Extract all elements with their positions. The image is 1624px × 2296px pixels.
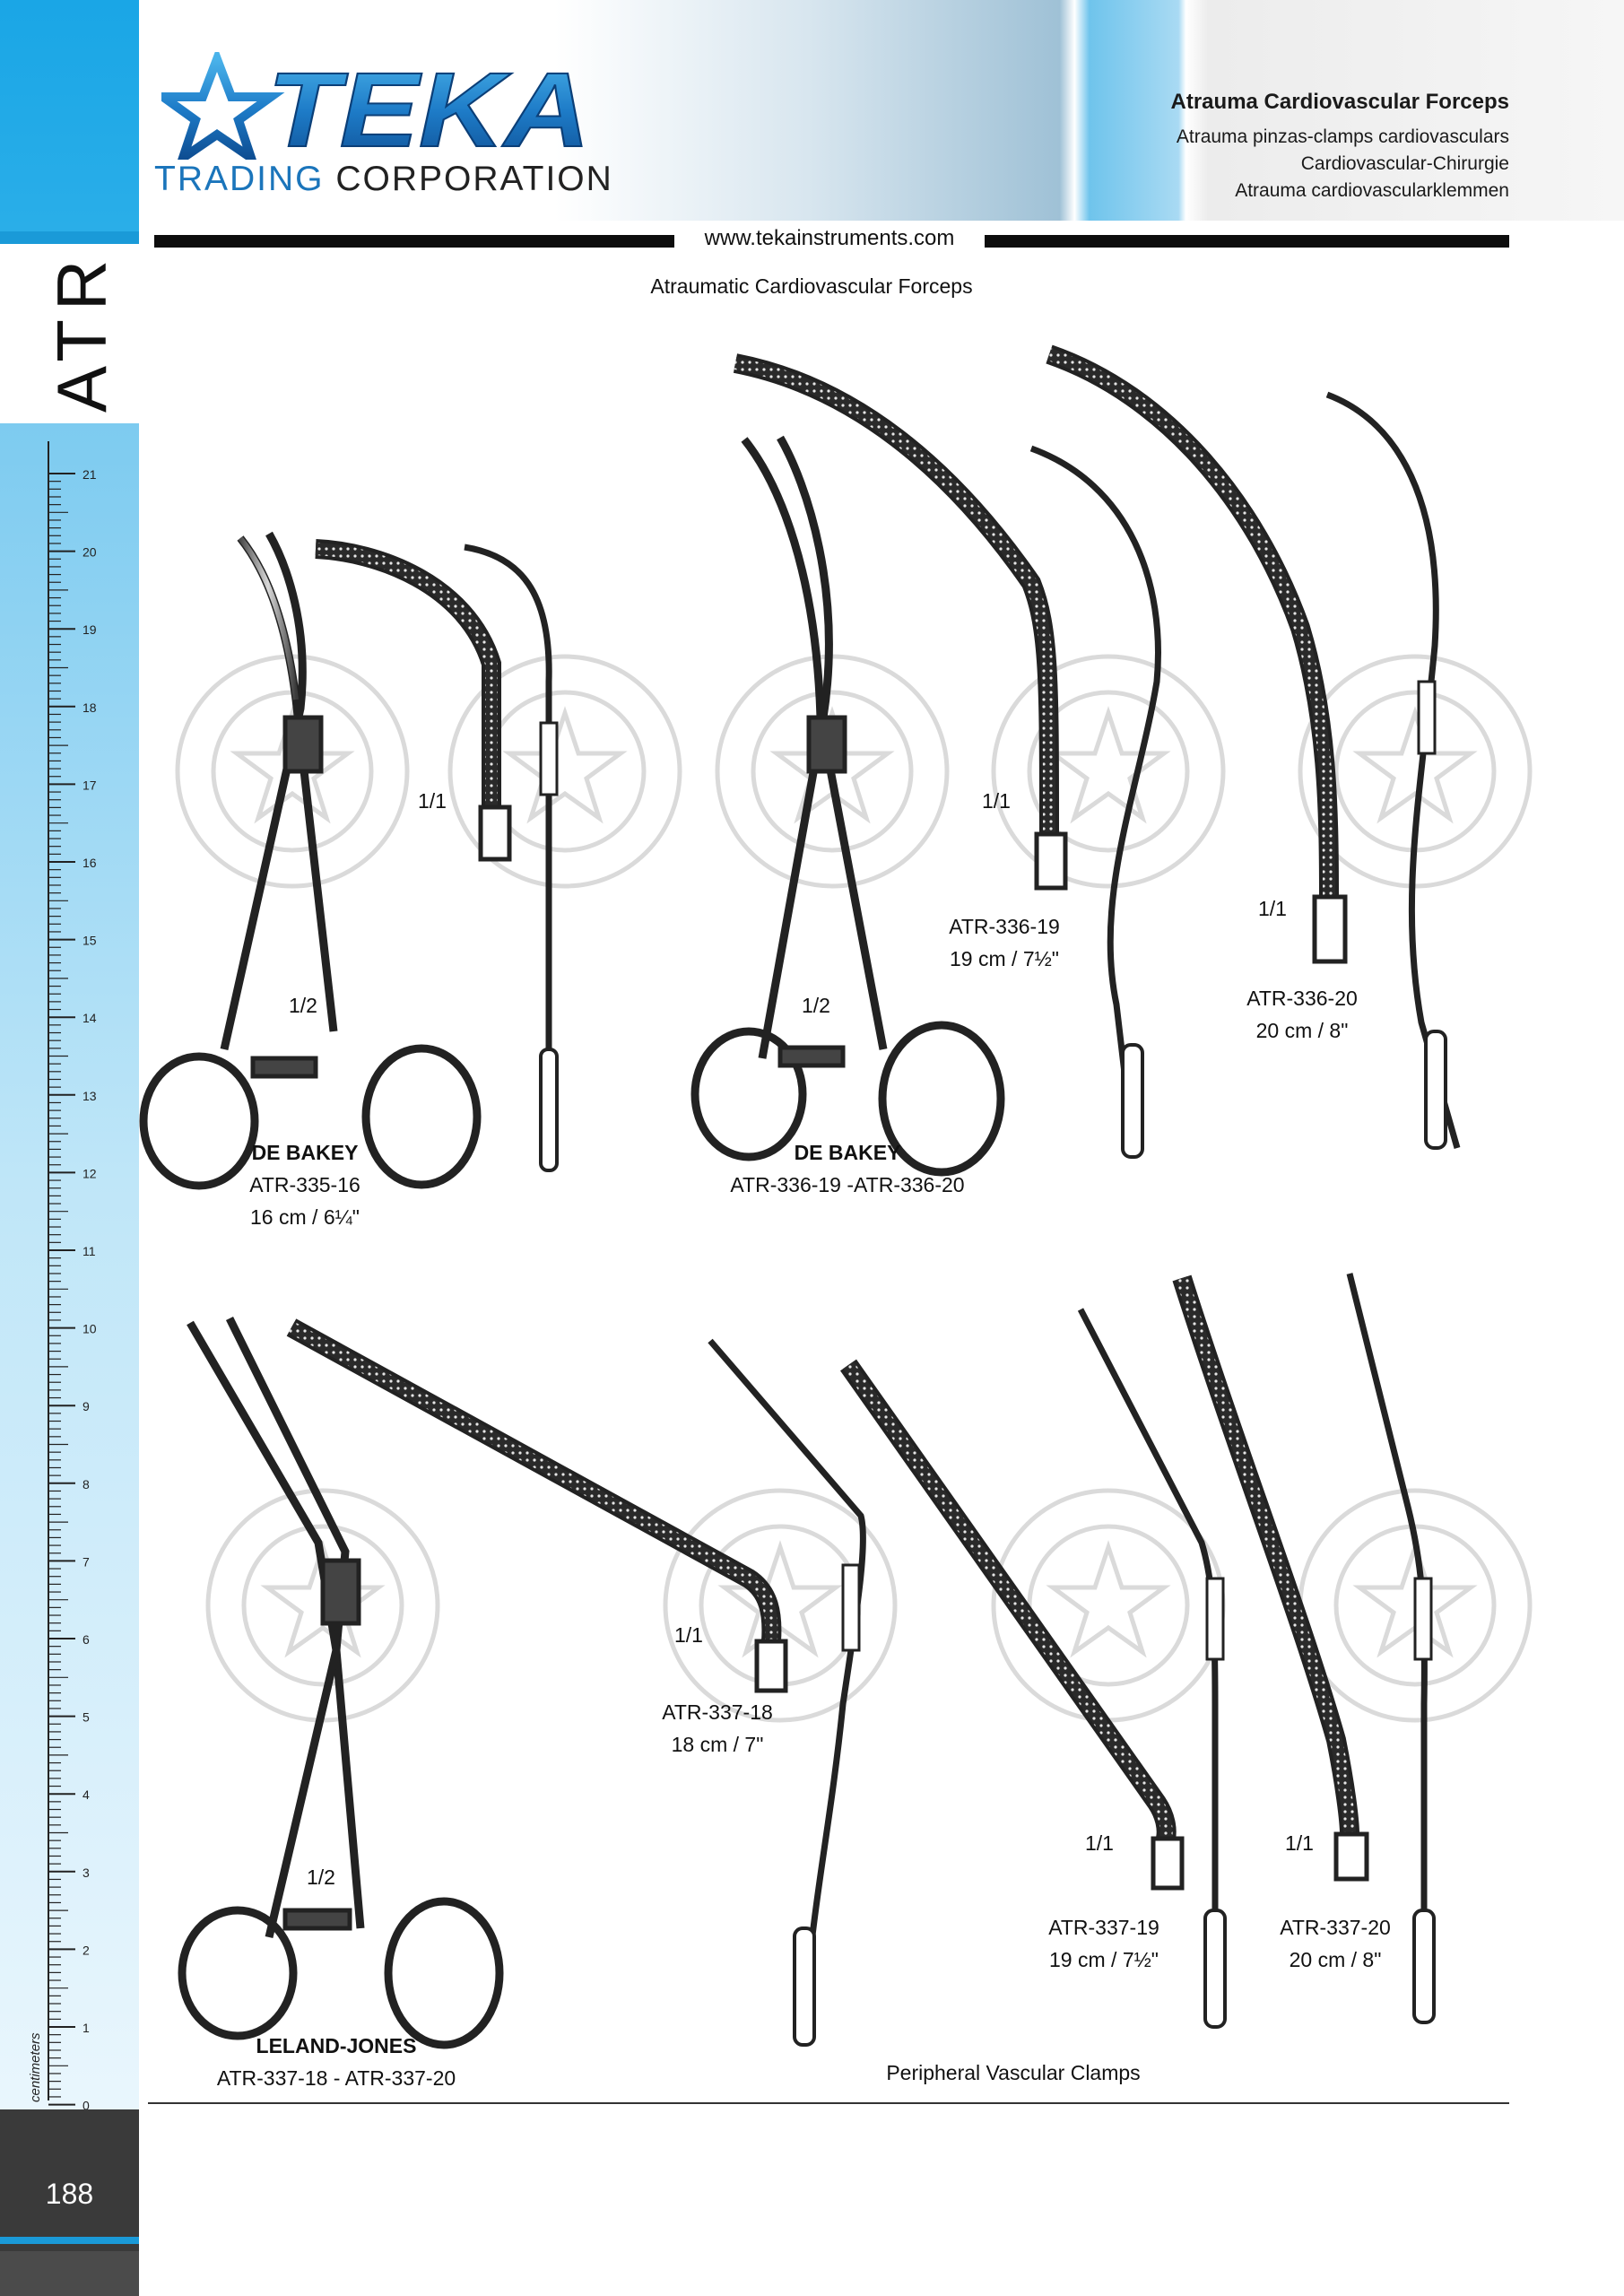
variant-caption-337-19: ATR-337-19 19 cm / 7½"	[1014, 1916, 1194, 1972]
product-code: ATR-336-19	[949, 915, 1060, 938]
ruler-tick-label: 9	[83, 1399, 90, 1413]
jaw-detail-atr-337-18	[286, 1318, 866, 2047]
page-number: 188	[45, 2178, 94, 2210]
ruler-tick-label: 4	[83, 1787, 90, 1802]
title-translation-nl: Atrauma cardiovascularklemmen	[1235, 180, 1509, 201]
header-rule-right	[985, 235, 1509, 248]
brand-subtitle-corporation: CORPORATION	[335, 160, 613, 198]
ruler-tick-label: 8	[83, 1477, 90, 1492]
ruler-tick-label: 3	[83, 1866, 90, 1880]
footer-section-title: Peripheral Vascular Clamps	[886, 2061, 1141, 2084]
product-code: ATR-336-20	[1246, 987, 1358, 1010]
product-name: DE BAKEY	[794, 1141, 901, 1164]
ruler-tick-label: 18	[83, 700, 97, 715]
ruler-tick-label: 13	[83, 1089, 97, 1103]
ruler-tick-label: 2	[83, 1943, 90, 1957]
ruler-tick-label: 1	[83, 2021, 90, 2035]
product-name: DE BAKEY	[251, 1141, 359, 1164]
sidebar-footer: 188	[0, 2109, 139, 2296]
ruler-tick-label: 20	[83, 545, 97, 560]
ruler-tick-label: 15	[83, 934, 97, 948]
header-band	[139, 0, 1624, 221]
product-codes: ATR-336-19 -ATR-336-20	[730, 1173, 965, 1196]
ruler-tick-label: 5	[83, 1710, 90, 1725]
variant-caption-336-19: ATR-336-19 19 cm / 7½"	[915, 915, 1094, 971]
product-codes: ATR-337-18 - ATR-337-20	[216, 2066, 456, 2090]
section-tab-label: ATR	[42, 251, 121, 413]
product-code: ATR-337-18	[662, 1700, 773, 1724]
scale-label-337-half: 1/2	[307, 1866, 335, 1889]
header-rule-left	[154, 235, 674, 248]
scale-label-337-18-full: 1/1	[674, 1623, 703, 1647]
variant-caption-336-20: ATR-336-20 20 cm / 8"	[1212, 987, 1392, 1043]
product-code: ATR-337-19	[1048, 1916, 1159, 1939]
ruler-tick-label: 11	[83, 1244, 96, 1258]
scale-label-335-half: 1/2	[289, 994, 317, 1017]
title-translation-es: Atrauma pinzas-clamps cardiovasculars	[1176, 126, 1509, 147]
product-code: ATR-335-16	[249, 1173, 360, 1196]
ruler-tick-label: 16	[83, 856, 97, 870]
header-title-block: Atrauma Cardiovascular Forceps Atrauma p…	[1171, 90, 1509, 204]
brand-subtitle: TRADING CORPORATION	[154, 160, 613, 199]
section-title: Atraumatic Cardiovascular Forceps	[650, 274, 973, 298]
sidebar-top-band	[0, 0, 139, 231]
variant-caption-337-18: ATR-337-18 18 cm / 7"	[628, 1700, 807, 1757]
forceps-atr-336	[690, 435, 1005, 1177]
page-title: Atrauma Cardiovascular Forceps	[1170, 90, 1509, 114]
product-code: ATR-337-20	[1280, 1916, 1391, 1939]
jaw-detail-atr-337-20	[1172, 1273, 1436, 2024]
brand-name: TEKA	[267, 52, 590, 160]
scale-label-336-20-full: 1/1	[1258, 897, 1287, 920]
product-size: 19 cm / 7½"	[1049, 1948, 1159, 1971]
ruler-tick-label: 12	[83, 1166, 97, 1180]
ruler-tick-label: 10	[83, 1322, 97, 1336]
title-translation-de: Cardiovascular-Chirurgie	[1300, 153, 1509, 174]
ruler-tick-label: 17	[83, 778, 97, 792]
sidebar-stripe	[0, 231, 139, 244]
ruler-tick-label: 21	[83, 467, 97, 482]
product-size: 20 cm / 8"	[1289, 1948, 1382, 1971]
forceps-atr-337	[178, 1316, 504, 2049]
ruler-tick-label: 14	[83, 1011, 97, 1025]
scale-label-337-20-full: 1/1	[1285, 1831, 1314, 1855]
ruler-tick-label: 0	[83, 2099, 90, 2109]
variant-caption-337-20: ATR-337-20 20 cm / 8"	[1246, 1916, 1425, 1972]
ruler-tick-label: 19	[83, 622, 97, 637]
section-tab: ATR	[0, 244, 139, 423]
scale-label-336-19-full: 1/1	[982, 789, 1011, 813]
product-name: LELAND-JONES	[256, 2034, 417, 2057]
watermark-seal	[991, 654, 1226, 889]
product-size: 18 cm / 7"	[671, 1733, 764, 1756]
product-size: 19 cm / 7½"	[950, 947, 1059, 970]
jaw-detail-atr-337-19	[840, 1308, 1227, 2029]
forceps-atr-335-16	[139, 531, 482, 1190]
teka-logo: TEKA	[161, 52, 591, 160]
product-caption-335: DE BAKEY ATR-335-16 16 cm / 6¼"	[206, 1141, 404, 1230]
ruler-tick-label: 7	[83, 1554, 90, 1569]
bottom-rule	[148, 2102, 1509, 2104]
product-caption-337: LELAND-JONES ATR-337-18 - ATR-337-20	[188, 2034, 484, 2091]
product-size: 16 cm / 6¼"	[250, 1205, 360, 1229]
scale-label-335-full: 1/1	[418, 789, 447, 813]
product-size: 20 cm / 8"	[1255, 1019, 1349, 1042]
scale-label-337-19-full: 1/1	[1085, 1831, 1114, 1855]
website-link[interactable]: www.tekainstruments.com	[704, 226, 955, 250]
jaw-detail-atr-335	[315, 539, 559, 1172]
ruler-tick-label: 6	[83, 1632, 90, 1647]
jaw-detail-atr-336-19	[733, 353, 1161, 1159]
scale-label-336-half: 1/2	[802, 994, 830, 1017]
star-icon	[161, 52, 285, 160]
ruler-unit-label: centimeters	[28, 2032, 43, 2102]
product-caption-336: DE BAKEY ATR-336-19 -ATR-336-20	[699, 1141, 995, 1197]
brand-subtitle-trading: TRADING	[154, 160, 325, 198]
jaw-detail-atr-336-20	[1046, 344, 1461, 1150]
